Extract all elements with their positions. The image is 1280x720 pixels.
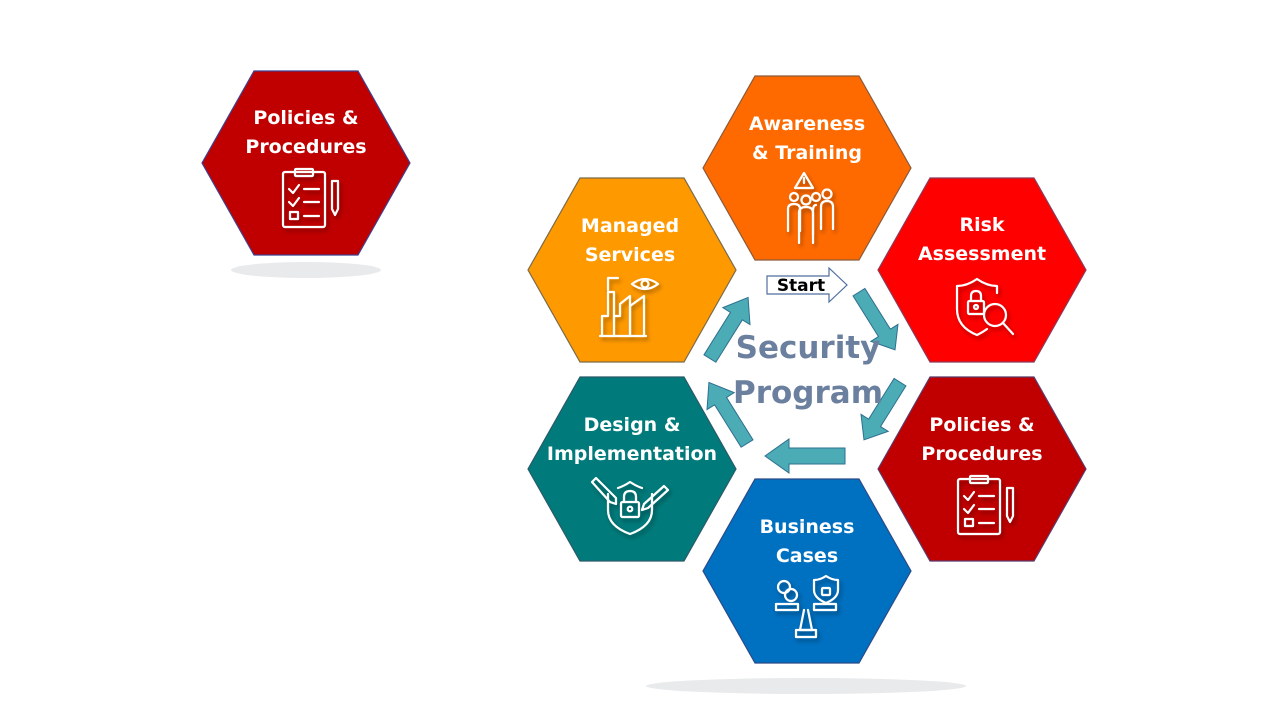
- shield-lock-tools-icon: [590, 476, 670, 536]
- design-label-line-1: Design &: [584, 414, 681, 436]
- standalone-policies-hexagon[interactable]: Policies & Procedures: [201, 70, 411, 256]
- clipboard-checklist-icon: [281, 167, 340, 229]
- policies-label-line-2: Procedures: [921, 443, 1042, 465]
- standalone-label-line-1: Policies &: [253, 107, 358, 129]
- awareness-label-line-1: Awareness: [749, 113, 865, 135]
- awareness-label-line-2: & Training: [752, 142, 862, 164]
- risk-label-line-1: Risk: [959, 214, 1004, 236]
- center-title-line-2: Program: [733, 375, 883, 411]
- factory-eye-icon: [598, 276, 660, 338]
- hexagon-awareness-training[interactable]: Awareness & Training: [702, 75, 912, 261]
- arrow-policies-to-business: [764, 438, 846, 474]
- arrow-awareness-to-risk: [852, 287, 899, 351]
- business-label-line-2: Cases: [776, 545, 838, 567]
- cycle-floor-shadow: [646, 678, 966, 694]
- hexagon-risk-assessment[interactable]: Risk Assessment: [877, 177, 1087, 363]
- design-label-line-2: Implementation: [547, 443, 717, 465]
- risk-label-line-2: Assessment: [918, 243, 1046, 265]
- balance-scale-icon: [774, 574, 840, 639]
- hexagon-design-implementation[interactable]: Design & Implementation: [527, 376, 737, 562]
- center-title-line-1: Security: [736, 330, 881, 366]
- arrow-design-to-managed: [703, 296, 751, 363]
- clipboard-checklist-icon: [956, 474, 1015, 536]
- policies-label-line-1: Policies &: [929, 414, 1034, 436]
- arrow-business-to-design: [706, 381, 754, 448]
- arrow-risk-to-policies: [860, 377, 907, 441]
- shield-lock-magnifier-icon: [955, 277, 1015, 337]
- hexagon-policies-procedures[interactable]: Policies & Procedures: [877, 376, 1087, 562]
- managed-label-line-1: Managed: [581, 215, 679, 237]
- managed-label-line-2: Services: [585, 244, 675, 266]
- hexagon-business-cases[interactable]: Business Cases: [702, 478, 912, 664]
- start-arrow: Start: [766, 266, 848, 304]
- standalone-floor-shadow: [231, 262, 381, 278]
- cycle-arrows: [703, 287, 907, 474]
- business-label-line-1: Business: [760, 516, 855, 538]
- standalone-label-line-2: Procedures: [245, 136, 366, 158]
- start-label: Start: [777, 276, 825, 296]
- hexagon-managed-services[interactable]: Managed Services: [527, 177, 737, 363]
- people-warning-icon: [786, 171, 835, 245]
